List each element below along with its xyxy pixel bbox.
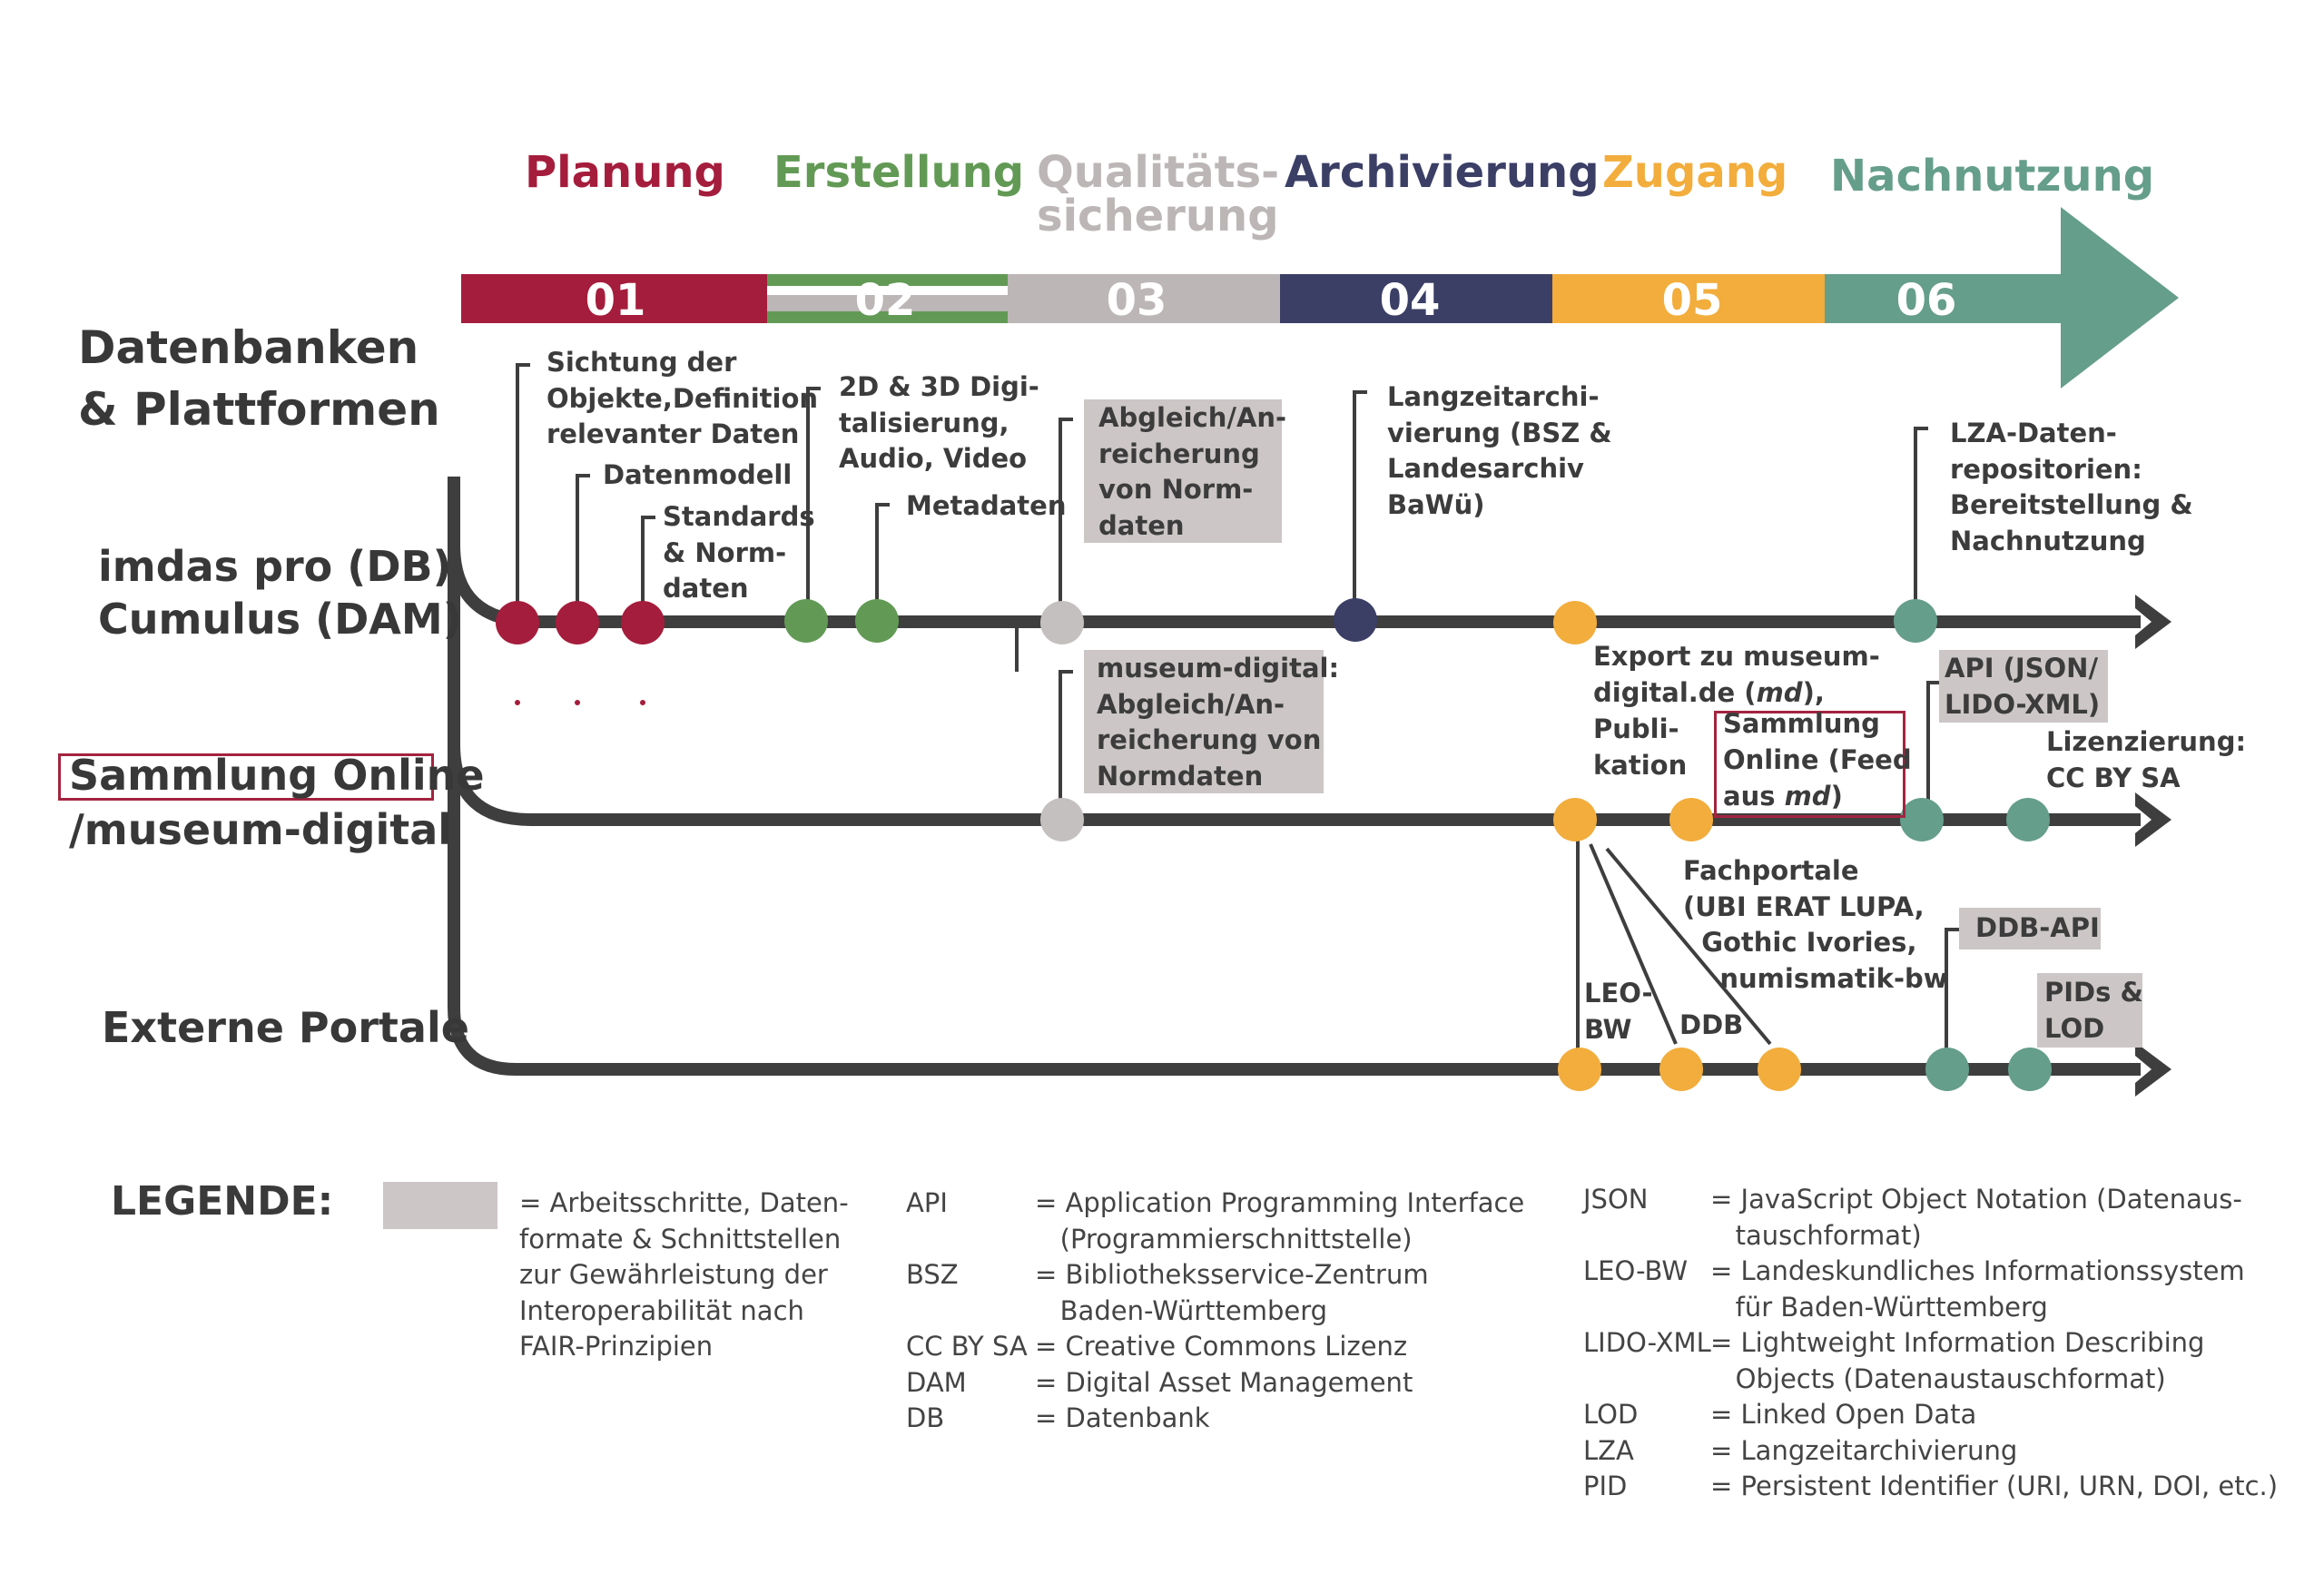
marker-zugang-row3-c xyxy=(1758,1048,1801,1091)
row-label-sammlung: Sammlung Online xyxy=(69,751,485,800)
annotation-ddbapi: DDB-API xyxy=(1975,912,2100,943)
phase-segment-01 xyxy=(461,274,767,323)
marker-nachnutzung-row2-a xyxy=(1900,798,1944,841)
annotation-museum-digital: museum-digital: Abgleich/An- reicherung … xyxy=(1097,653,1340,792)
legend-col1-terms: API BSZ CC BY SA DAM DB xyxy=(906,1187,1028,1433)
marker-nachnutzung-row3-a xyxy=(1925,1048,1969,1091)
timeline-externe-portale xyxy=(448,477,2141,1076)
arrowhead-row2 xyxy=(2135,792,2171,847)
connectors xyxy=(516,363,1959,1053)
phase-bar xyxy=(461,207,2179,389)
arrowhead-row1 xyxy=(2135,595,2171,649)
annotation-sichtung: Sichtung der Objekte,Definition relevant… xyxy=(547,347,819,449)
phase-title-qualitaet-2: sicherung xyxy=(1037,191,1279,241)
arrowhead-row3 xyxy=(2135,1042,2171,1097)
annotation-digitalisierung: 2D & 3D Digi- talisierung, Audio, Video xyxy=(839,371,1039,474)
annotation-lizenz: Lizenzierung: CC BY SA xyxy=(2046,726,2247,793)
marker-planung-1 xyxy=(496,601,539,644)
phase-title-nachnutzung: Nachnutzung xyxy=(1830,151,2155,202)
phase-numbers: 01 02 03 04 05 06 xyxy=(586,275,1957,326)
timeline-markers xyxy=(496,598,2052,1091)
annotation-lza: LZA-Daten- repositorien: Bereitstellung … xyxy=(1950,418,2193,556)
legend-col2-defs: = JavaScript Object Notation (Datenaus- … xyxy=(1710,1184,2279,1501)
marker-planung-2 xyxy=(556,601,599,644)
annotation-feed-line3: aus md) xyxy=(1723,781,1843,812)
heading-line1: Datenbanken xyxy=(78,321,419,374)
phase-number-05: 05 xyxy=(1662,275,1723,326)
graybox-api xyxy=(1939,650,2108,723)
marker-nachnutzung-row2-b xyxy=(2006,798,2050,841)
marker-qualitaet-row1 xyxy=(1040,601,1084,644)
legend-col1-defs: = Application Programming Interface (Pro… xyxy=(1035,1187,1525,1433)
phase-segment-06-arrow xyxy=(1825,207,2179,389)
marker-nachnutzung-row1 xyxy=(1894,599,1937,643)
legend-swatch xyxy=(383,1182,497,1229)
marker-zugang-row3-a xyxy=(1558,1048,1601,1091)
phase-segment-05 xyxy=(1552,274,1825,323)
legend-col2-terms: JSON LEO-BW LIDO-XML LOD LZA PID xyxy=(1583,1184,1711,1501)
annotation-datenmodell: Datenmodell xyxy=(603,459,793,490)
row-label-cumulus: Cumulus (DAM) xyxy=(98,595,462,644)
annotation-export-publikation: Publi- kation xyxy=(1593,713,1688,781)
marker-planung-3 xyxy=(621,601,665,644)
phase-title-archivierung: Archivierung xyxy=(1285,147,1600,198)
phase-segment-04 xyxy=(1280,274,1552,323)
timeline-sammlung xyxy=(448,743,2141,826)
marker-zugang-row2-b xyxy=(1669,798,1713,841)
graybox-pids xyxy=(2037,973,2142,1048)
annotation-metadaten: Metadaten xyxy=(906,490,1067,521)
annotation-pids: PIDs & LOD xyxy=(2044,977,2143,1044)
marker-archivierung xyxy=(1334,598,1377,642)
phase-segment-03 xyxy=(1008,274,1280,323)
row-label-externe-portale: Externe Portale xyxy=(102,1003,469,1052)
marker-zugang-row2-a xyxy=(1553,798,1597,841)
annotation-langzeit: Langzeitarchi- vierung (BSZ & Landesarch… xyxy=(1387,381,1612,520)
annotation-feed: Sammlung Online (Feed xyxy=(1723,708,1912,775)
phase-number-04: 04 xyxy=(1380,275,1441,326)
marker-qualitaet-row2 xyxy=(1040,798,1084,841)
sammlung-highlight-box xyxy=(58,753,434,801)
annotation-standards: Standards & Norm- daten xyxy=(663,501,815,604)
phase-number-01: 01 xyxy=(586,275,646,326)
heading-line2: & Plattformen xyxy=(78,383,440,436)
timeline-arrowheads xyxy=(2135,595,2171,1097)
annotation-leobw: LEO- BW xyxy=(1584,978,1653,1045)
phase-title-zugang: Zugang xyxy=(1602,147,1788,198)
row-label-imdas: imdas pro (DB) xyxy=(98,542,452,591)
phase-number-03: 03 xyxy=(1107,275,1167,326)
feed-highlight-box xyxy=(1714,711,1905,818)
marker-nachnutzung-row3-b xyxy=(2008,1048,2052,1091)
phase-title-erstellung: Erstellung xyxy=(773,147,1025,198)
legend-title: LEGENDE: xyxy=(111,1178,334,1225)
phase-title-planung: Planung xyxy=(525,147,725,198)
graybox-abgleich xyxy=(1084,399,1282,543)
marker-erstellung-1 xyxy=(784,599,828,643)
phase-title-qualitaet-1: Qualitäts- xyxy=(1037,147,1280,198)
annotation-abgleich: Abgleich/An- reicherung von Norm- daten xyxy=(1098,402,1287,541)
annotation-api: API (JSON/ LIDO-XML) xyxy=(1945,653,2101,720)
legend-box-text: = Arbeitsschritte, Daten- formate & Schn… xyxy=(519,1187,849,1362)
phase-number-06: 06 xyxy=(1896,275,1957,326)
annotation-export-line2: digital.de (md), xyxy=(1593,677,1825,708)
graybox-ddbapi xyxy=(1959,908,2101,949)
marker-zugang-row3-b xyxy=(1659,1048,1703,1091)
phase-number-02: 02 xyxy=(855,275,916,326)
row-label-museum-digital: /museum-digital xyxy=(69,805,453,854)
marker-erstellung-2 xyxy=(855,599,899,643)
annotation-fachportale: Fachportale (UBI ERAT LUPA, Gothic Ivori… xyxy=(1683,855,1948,994)
graybox-museum-digital xyxy=(1084,650,1324,793)
annotation-export-line1: Export zu museum- xyxy=(1593,641,1880,672)
annotation-ddb: DDB xyxy=(1679,1009,1744,1040)
marker-zugang-row1 xyxy=(1553,601,1597,644)
